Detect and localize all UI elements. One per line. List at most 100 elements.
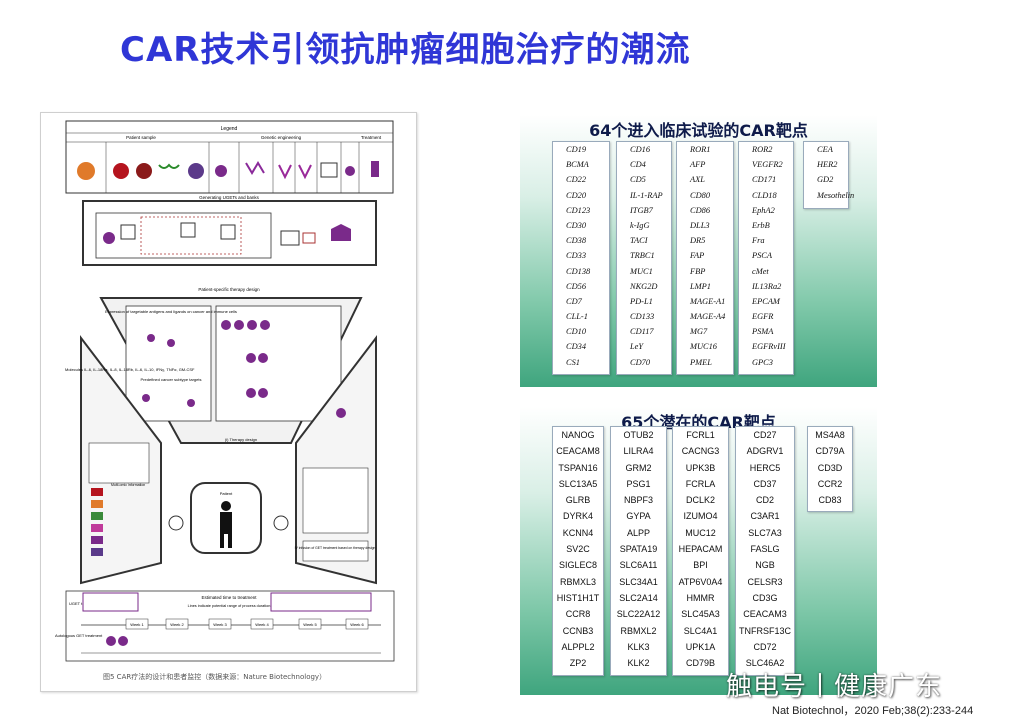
- target-item: ADGRV1: [746, 446, 784, 457]
- legend-genetic-engineering: Genetic engineering: [261, 135, 302, 140]
- watermark: 触电号丨健康广东: [726, 672, 943, 702]
- legend-patient-sample: Patient sample: [126, 135, 156, 140]
- target-item: FCRLA: [685, 478, 716, 489]
- target-item: MG7: [690, 327, 708, 337]
- target-item: PD-L1: [630, 296, 653, 306]
- target-item: CD20: [566, 190, 587, 200]
- target-item: CLL-1: [566, 312, 588, 322]
- autologous-label: Autologous GET treatment: [55, 633, 103, 638]
- target-item: CD2: [755, 495, 774, 506]
- target-item: SLC2A14: [619, 592, 658, 603]
- target-item: VEGFR2: [752, 160, 783, 170]
- target-item: NBPF3: [623, 495, 653, 506]
- target-item: BCMA: [566, 160, 589, 170]
- target-item: CD27: [753, 430, 777, 440]
- target-item: KCNN4: [562, 527, 594, 538]
- target-item: CD4: [630, 160, 646, 170]
- target-item: CCR2: [817, 478, 843, 489]
- therapy-design-figure: Legend Patient sample Genetic engineerin…: [40, 112, 417, 692]
- target-item: CD37: [753, 478, 777, 489]
- target-item: PSCA: [752, 251, 773, 261]
- week-1: Week 1: [130, 622, 144, 627]
- week-3: Week 3: [213, 622, 227, 627]
- target-item: PSMA: [752, 327, 774, 337]
- target-item: GD2: [817, 175, 834, 185]
- target-item: Mesothelin: [817, 190, 855, 200]
- target-item: GPC3: [752, 357, 773, 367]
- target-item: CD171: [752, 175, 777, 185]
- target-item: BPI: [693, 560, 708, 571]
- target-item: CD22: [566, 175, 587, 185]
- therapy-design-label: (i) Therapy design: [225, 437, 257, 442]
- target-item: DYRK4: [562, 511, 593, 522]
- target-item: TNFRSF13C: [738, 625, 791, 636]
- target-item: CACNG3: [681, 446, 720, 457]
- target-item: SLC7A3: [748, 527, 782, 538]
- patient-label: Patient: [220, 491, 233, 496]
- target-item: HERC5: [749, 462, 781, 473]
- target-item: NANOG: [561, 430, 595, 440]
- target-item: CD3G: [752, 592, 778, 603]
- target-item: ALPP: [626, 527, 650, 538]
- target-item: HIST1H1T: [556, 592, 600, 603]
- target-item: SIGLEC8: [558, 560, 598, 571]
- target-item: CD117: [630, 327, 654, 337]
- target-item: CD86: [690, 205, 711, 215]
- target-item: k-IgG: [630, 220, 650, 230]
- target-item: ZP2: [569, 658, 587, 669]
- target-item: MUC12: [685, 527, 716, 538]
- target-item: CD133: [630, 312, 655, 322]
- target-item: CD38: [566, 236, 587, 246]
- target-item: CD70: [630, 357, 651, 367]
- target-item: IL-1-RAP: [630, 190, 663, 200]
- target-item: EphA2: [752, 205, 775, 215]
- target-item: CCNB3: [562, 625, 594, 636]
- target-item: CD5: [630, 175, 646, 185]
- target-item: IL13Ra2: [752, 281, 782, 291]
- target-item: EGFR: [752, 312, 774, 322]
- target-item: HMMR: [686, 592, 715, 603]
- panel-top-text: Expression of targetable antigens and li…: [105, 309, 237, 314]
- target-item: MAGE-A4: [690, 312, 726, 322]
- target-item: GLRB: [565, 495, 591, 506]
- target-item: DR5: [690, 236, 706, 246]
- target-item: TACI: [630, 236, 648, 246]
- target-item: LeY: [630, 342, 644, 352]
- target-item: CEACAM8: [556, 446, 600, 457]
- citation: Nat Biotechnol，2020 Feb;38(2):233-244: [772, 705, 974, 717]
- target-item: CD79A: [815, 446, 845, 457]
- target-item: CD3D: [817, 462, 843, 473]
- target-item: CS1: [566, 357, 580, 367]
- target-item: CLD18: [752, 190, 777, 200]
- week-6: Week 6: [350, 622, 364, 627]
- target-item: EGFRvIII: [752, 342, 786, 352]
- target-item: KLK2: [627, 658, 650, 669]
- target-item: TRBC1: [630, 251, 655, 261]
- target-item: LILRA4: [623, 446, 654, 457]
- target-item: MAGE-A1: [690, 296, 726, 306]
- target-item: SLC4A1: [683, 625, 718, 636]
- target-item: NGB: [755, 560, 775, 571]
- legend-title: Legend: [221, 126, 238, 132]
- target-item: NKG2D: [630, 281, 658, 291]
- multi-omic-label: Multi-omic information: [111, 483, 145, 487]
- target-item: AFP: [690, 160, 706, 170]
- week-2: Week 2: [170, 622, 184, 627]
- target-item: FASLG: [750, 544, 780, 555]
- target-item: cMet: [752, 266, 769, 276]
- molecules-label: Molecules IL-6, IL-18Ra, IL-8, IL-18Rb, …: [65, 367, 195, 372]
- target-item: LMP1: [690, 281, 711, 291]
- target-item: CD79B: [685, 658, 715, 669]
- target-item: ROR1: [690, 145, 711, 154]
- target-item: CD7: [566, 296, 582, 306]
- predefined-targets: Predefined cancer subtype targets: [141, 377, 202, 382]
- target-item: C3AR1: [750, 511, 780, 522]
- target-item: SPATA19: [619, 544, 658, 555]
